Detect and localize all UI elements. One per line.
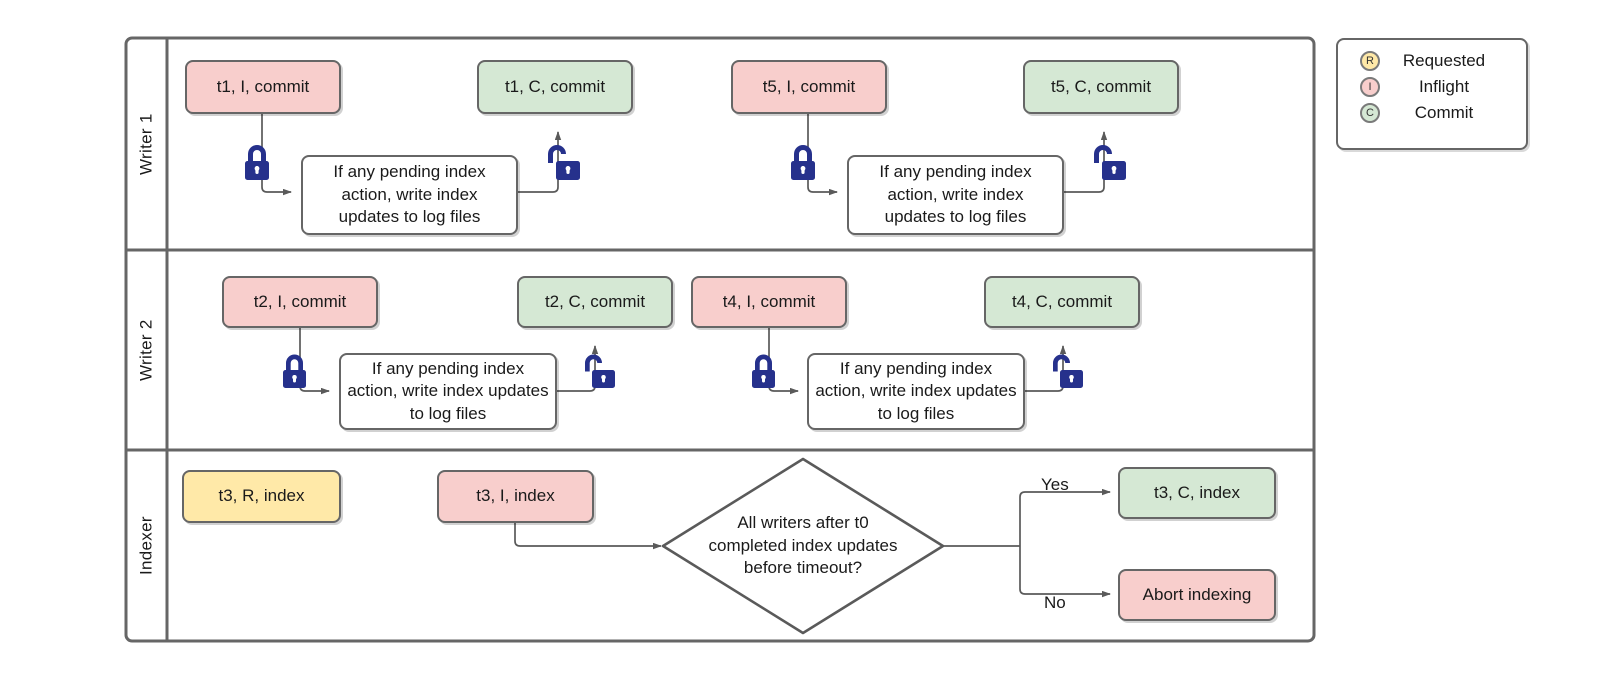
legend-label-requested: Requested bbox=[1402, 51, 1486, 70]
node-t2-process[interactable]: If any pending index action, write index… bbox=[339, 353, 557, 430]
lock-closed-t5-icon bbox=[791, 145, 815, 180]
node-t4-inflight[interactable]: t4, I, commit bbox=[691, 276, 847, 328]
node-t3-commit[interactable]: t3, C, index bbox=[1118, 467, 1276, 519]
node-t1-inflight[interactable]: t1, I, commit bbox=[185, 60, 341, 114]
inflight-badge-icon: I bbox=[1360, 77, 1380, 97]
legend-item-commit: C Commit bbox=[1338, 100, 1526, 126]
lock-open-t4-icon bbox=[1053, 354, 1083, 388]
legend-panel: R Requested I Inflight C Commit bbox=[1336, 38, 1528, 150]
lock-open-t1-icon bbox=[548, 145, 580, 180]
legend-item-requested: R Requested bbox=[1338, 48, 1526, 74]
node-t5-process[interactable]: If any pending index action, write index… bbox=[847, 155, 1064, 235]
node-t3-inflight[interactable]: t3, I, index bbox=[437, 470, 594, 523]
edge-label-no: No bbox=[1044, 593, 1066, 612]
node-t3-requested[interactable]: t3, R, index bbox=[182, 470, 341, 523]
requested-badge-icon: R bbox=[1360, 51, 1380, 71]
node-t5-commit[interactable]: t5, C, commit bbox=[1023, 60, 1179, 114]
pool-frame bbox=[124, 36, 1316, 643]
edge-label-yes: Yes bbox=[1041, 475, 1069, 494]
lane-label-indexer: Indexer bbox=[136, 516, 156, 575]
writer1-connectors bbox=[261, 113, 1108, 196]
node-t4-commit[interactable]: t4, C, commit bbox=[984, 276, 1140, 328]
commit-badge-icon: C bbox=[1360, 103, 1380, 123]
legend-label-inflight: Inflight bbox=[1418, 77, 1470, 96]
lock-open-t5-icon bbox=[1094, 145, 1126, 180]
lock-open-t2-icon bbox=[585, 354, 615, 388]
timeout-decision-shape bbox=[661, 457, 945, 635]
node-t2-commit[interactable]: t2, C, commit bbox=[517, 276, 673, 328]
lock-closed-t4-icon bbox=[752, 354, 775, 388]
legend-item-inflight: I Inflight bbox=[1338, 74, 1526, 100]
node-t2-inflight[interactable]: t2, I, commit bbox=[222, 276, 378, 328]
lane-label-writer-2: Writer 2 bbox=[136, 319, 156, 381]
legend-label-commit: Commit bbox=[1414, 103, 1474, 122]
node-t1-commit[interactable]: t1, C, commit bbox=[477, 60, 633, 114]
node-t1-process[interactable]: If any pending index action, write index… bbox=[301, 155, 518, 235]
node-t5-inflight[interactable]: t5, I, commit bbox=[731, 60, 887, 114]
lane-label-writer-1: Writer 1 bbox=[136, 113, 156, 175]
indexer-connectors bbox=[514, 488, 1111, 598]
node-abort-indexing[interactable]: Abort indexing bbox=[1118, 569, 1276, 621]
lock-closed-t2-icon bbox=[283, 354, 306, 388]
lock-closed-t1-icon bbox=[245, 145, 269, 180]
node-t4-process[interactable]: If any pending index action, write index… bbox=[807, 353, 1025, 430]
